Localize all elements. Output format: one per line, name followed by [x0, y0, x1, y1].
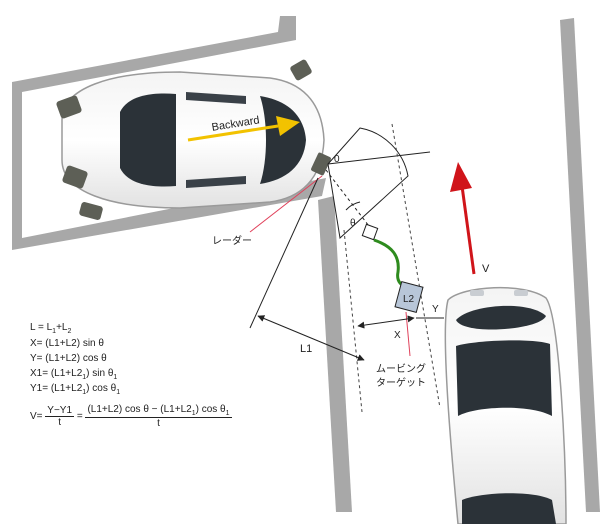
l2-label: L2	[403, 294, 415, 305]
eq-v-frac2-num: (L1+L2) cos θ − (L1+L21) cos θ1	[85, 404, 232, 418]
eq-x1: X1= (L1+L21) sin θ1	[30, 368, 117, 381]
eq-y1-pre: Y1= (L1+L2	[30, 383, 83, 394]
eq-y1-sub: 1	[82, 389, 87, 396]
eq-x1-sub2: 1	[113, 374, 118, 381]
eq-v-frac2: (L1+L2) cos θ − (L1+L21) cos θ1 t	[85, 404, 232, 429]
eq-y1-post: ) cos θ	[86, 383, 117, 394]
eq-l-sub1: 1	[52, 328, 57, 335]
origin-label: 0	[334, 154, 340, 165]
v-label: V	[482, 263, 490, 275]
eq-v-equals: =	[76, 411, 83, 423]
eq-l: L = L1+L2	[30, 322, 71, 335]
eq-x1-pre: X1= (L1+L2	[30, 368, 83, 379]
radar-callout-line	[249, 175, 323, 233]
radar-beam-dashed	[325, 169, 373, 231]
eq-v-frac2-den: t	[157, 418, 160, 429]
eq-v-frac1: Y−Y1 t	[45, 405, 75, 428]
eq-x1-post: ) sin θ	[86, 368, 114, 379]
velocity-arrow	[450, 162, 476, 275]
radar-label: レーダー	[212, 234, 252, 247]
target-trace	[373, 238, 409, 290]
eq-y: Y= (L1+L2) cos θ	[30, 353, 107, 364]
eq-v-pre: V=	[30, 411, 43, 423]
backward-arrow	[187, 116, 300, 142]
moving-target-label-1: ムービング	[376, 362, 426, 375]
eq-x1-sub: 1	[82, 374, 87, 381]
x-dimension-arrow	[357, 315, 415, 329]
l1-label: L1	[300, 343, 312, 355]
moving-target-label-2: ターゲット	[376, 377, 426, 389]
eq-y1-sub2: 1	[116, 389, 121, 396]
eq-v-frac2-num-b: ) cos θ	[195, 404, 226, 415]
eq-l-text: L = L	[30, 322, 53, 333]
eq-v: V= Y−Y1 t = (L1+L2) cos θ − (L1+L21) cos…	[30, 404, 232, 429]
moving-target-box	[394, 280, 424, 314]
theta-arc	[345, 201, 361, 211]
theta-label: θ	[350, 218, 356, 229]
l1-long-line	[249, 177, 319, 329]
y-label: Y	[432, 304, 439, 315]
x-label: X	[394, 330, 401, 341]
eq-x: X= (L1+L2) sin θ	[30, 338, 104, 349]
moving-car	[444, 286, 567, 524]
eq-v-frac2-num-sub2: 1	[225, 410, 230, 417]
target-marker-small	[361, 223, 379, 241]
eq-y1: Y1= (L1+L21) cos θ1	[30, 383, 120, 396]
radar-device	[311, 152, 331, 176]
eq-v-frac2-num-a: (L1+L2) cos θ − (L1+L2	[87, 404, 192, 415]
radar-fan	[327, 127, 431, 239]
eq-v-frac1-num: Y−Y1	[45, 405, 75, 417]
eq-v-frac1-den: t	[58, 417, 62, 428]
eq-l-sub2: 2	[67, 328, 72, 335]
eq-v-frac2-num-sub: 1	[191, 410, 196, 417]
eq-l-plus: +L	[56, 322, 68, 333]
l1-dimension-arrow	[257, 315, 365, 361]
